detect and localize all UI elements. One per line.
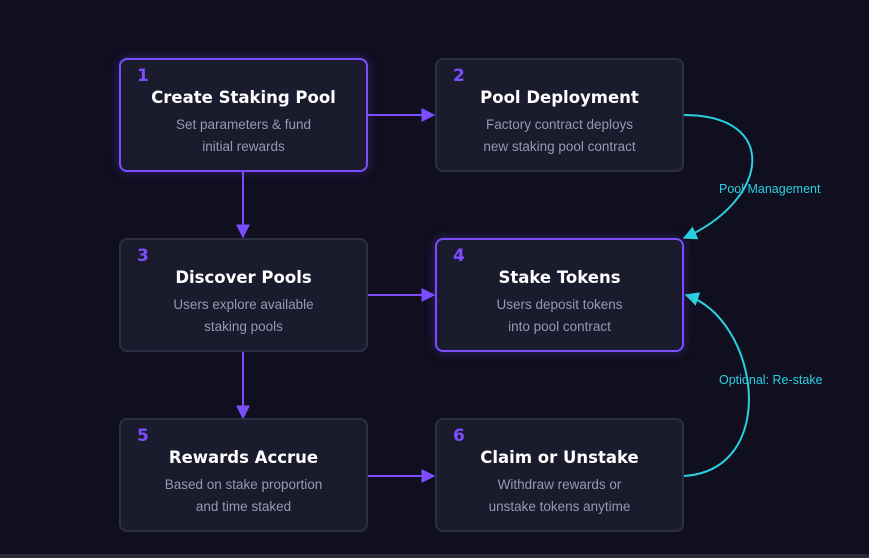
step-description-line: new staking pool contract [483,139,636,154]
step-description: Withdraw rewards or unstake tokens anyti… [437,474,682,518]
bottom-edge-bar [0,554,869,558]
step-number: 5 [137,426,149,446]
step-title: Rewards Accrue [168,448,319,467]
step-description: Set parameters & fund initial rewards [121,114,366,158]
step-description-line: and time staked [195,499,292,514]
step-title: Create Staking Pool [151,88,336,107]
step-description: Based on stake proportion and time stake… [121,474,366,518]
step-number: 2 [453,66,465,86]
step-description-line: staking pools [204,319,283,334]
step-number: 3 [137,246,149,266]
edge-label-pool-management: Pool Management [719,182,821,196]
arrow-2-to-4 [682,114,754,240]
step-description: Users explore available staking pools [121,294,366,338]
step-description: Factory contract deploys new staking poo… [437,114,682,158]
step-number: 6 [453,426,465,446]
step-description-line: Based on stake proportion [164,477,323,492]
step-node-create-staking-pool: 1 Create Staking Pool Set parameters & f… [119,58,368,172]
step-node-stake-tokens: 4 Stake Tokens Users deposit tokens into… [435,238,684,352]
step-description-line: into pool contract [508,319,611,334]
step-description: Users deposit tokens into pool contract [437,294,682,338]
step-title: Pool Deployment [480,88,639,107]
step-description-line: Factory contract deploys [485,117,634,132]
step-number: 4 [453,246,465,266]
step-description-line: unstake tokens anytime [488,499,631,514]
step-node-claim-or-unstake: 6 Claim or Unstake Withdraw rewards or u… [435,418,684,532]
step-node-rewards-accrue: 5 Rewards Accrue Based on stake proporti… [119,418,368,532]
arrow-6-to-4 [683,292,750,477]
step-description-line: Set parameters & fund [175,117,312,132]
step-description-line: initial rewards [202,139,285,154]
step-title: Claim or Unstake [480,448,639,467]
step-title: Stake Tokens [498,268,621,287]
step-node-pool-deployment: 2 Pool Deployment Factory contract deplo… [435,58,684,172]
step-node-discover-pools: 3 Discover Pools Users explore available… [119,238,368,352]
step-description-line: Withdraw rewards or [497,477,622,492]
step-description-line: Users explore available [173,297,314,312]
step-description-line: Users deposit tokens [496,297,623,312]
step-title: Discover Pools [175,268,312,287]
edge-label-restake: Optional: Re-stake [719,373,823,387]
step-number: 1 [137,66,149,86]
